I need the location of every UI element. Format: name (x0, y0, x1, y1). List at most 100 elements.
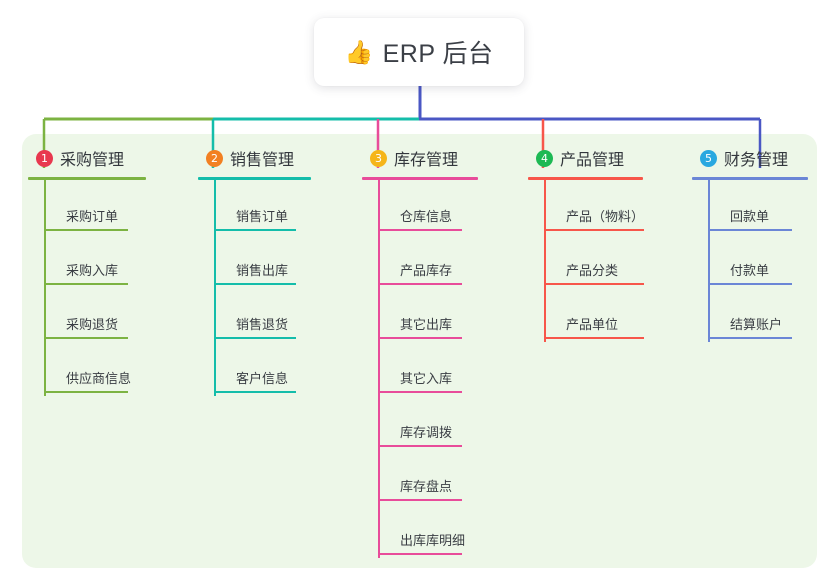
branch-header-5[interactable]: 5 财务管理 (692, 146, 808, 170)
branch-trunk-5 (708, 180, 710, 342)
branch-item-rule (544, 283, 644, 285)
branch-header-rule-1 (28, 177, 146, 180)
branch-item-rule (214, 229, 296, 231)
branch-item-label: 采购退货 (66, 317, 119, 332)
branch-item[interactable]: 其它出库 (362, 288, 478, 342)
branch-item[interactable]: 结算账户 (692, 288, 808, 342)
branch-item-label: 结算账户 (730, 317, 783, 332)
branch-item[interactable]: 供应商信息 (28, 342, 146, 396)
branch-title-1: 采购管理 (60, 152, 125, 169)
branch-badge-1: 1 (36, 149, 53, 167)
branch-header-1[interactable]: 1 采购管理 (28, 146, 146, 170)
branch-item-label: 库存调拨 (400, 425, 453, 440)
branch-item-label: 出库库明细 (400, 533, 466, 548)
branch-item-rule (378, 337, 462, 339)
branch-item-rule (44, 283, 128, 285)
branch-items-2: 销售订单销售出库销售退货客户信息 (198, 180, 311, 396)
branch-item-rule (378, 229, 462, 231)
branch-item[interactable]: 付款单 (692, 234, 808, 288)
branch-item-rule (708, 229, 792, 231)
branch-item-label: 采购订单 (66, 209, 119, 224)
branch-item[interactable]: 产品（物料） (528, 180, 645, 234)
branch-header-3[interactable]: 3 库存管理 (362, 146, 478, 170)
root-node[interactable]: 👍 ERP 后台 (314, 18, 524, 86)
branch-item-rule (378, 283, 462, 285)
branch-item[interactable]: 其它入库 (362, 342, 478, 396)
branch-item[interactable]: 销售订单 (198, 180, 311, 234)
branch-item-rule (378, 445, 462, 447)
branch-header-4[interactable]: 4 产品管理 (528, 146, 643, 170)
branch-item-rule (214, 283, 296, 285)
branch-item-label: 客户信息 (236, 371, 289, 386)
branches-background-panel (22, 134, 817, 568)
branch-item-rule (708, 283, 792, 285)
branch-item-label: 产品单位 (566, 317, 619, 332)
branch-badge-2: 2 (206, 149, 223, 167)
branch-badge-4: 4 (536, 149, 553, 167)
branch-item-label: 采购入库 (66, 263, 119, 278)
branch-items-1: 采购订单采购入库采购退货供应商信息 (28, 180, 146, 396)
branch-item-label: 其它入库 (400, 371, 453, 386)
branch-item[interactable]: 库存盘点 (362, 450, 478, 504)
branch-item[interactable]: 出库库明细 (362, 504, 478, 558)
branch-item-rule (44, 337, 128, 339)
branch-title-3: 库存管理 (394, 152, 459, 169)
branch-column-3: 3 库存管理仓库信息产品库存其它出库其它入库库存调拨库存盘点出库库明细 (362, 146, 478, 558)
branch-item-rule (44, 229, 128, 231)
branch-header-rule-5 (692, 177, 808, 180)
branch-trunk-4 (544, 180, 546, 342)
branch-header-rule-3 (362, 177, 478, 180)
branch-item[interactable]: 销售退货 (198, 288, 311, 342)
branch-item-label: 付款单 (730, 263, 770, 278)
branch-item-label: 产品（物料） (566, 209, 645, 224)
branch-items-4: 产品（物料） 产品分类产品单位 (528, 180, 645, 342)
branch-item-label: 仓库信息 (400, 209, 453, 224)
branch-item[interactable]: 产品分类 (528, 234, 644, 288)
branch-item-label: 其它出库 (400, 317, 453, 332)
branch-item-label: 产品分类 (566, 263, 619, 278)
branch-item[interactable]: 库存调拨 (362, 396, 478, 450)
branch-item-rule (378, 553, 462, 555)
branch-item-rule (44, 391, 128, 393)
branch-item-rule (544, 337, 644, 339)
branch-item[interactable]: 客户信息 (198, 342, 311, 396)
branch-item-rule (378, 499, 462, 501)
branch-item[interactable]: 采购入库 (28, 234, 146, 288)
branch-item-label: 库存盘点 (400, 479, 453, 494)
branch-item[interactable]: 采购退货 (28, 288, 146, 342)
branch-badge-5: 5 (700, 149, 717, 167)
branch-column-1: 1 采购管理采购订单采购入库采购退货供应商信息 (28, 146, 146, 396)
root-title: ERP 后台 (382, 40, 494, 68)
branch-item[interactable]: 产品单位 (528, 288, 644, 342)
branch-item-label: 销售出库 (236, 263, 289, 278)
branch-item-label: 销售订单 (236, 209, 289, 224)
branch-item-label: 供应商信息 (66, 371, 132, 386)
branch-title-5: 财务管理 (724, 152, 789, 169)
branch-item[interactable]: 仓库信息 (362, 180, 478, 234)
branch-item[interactable]: 销售出库 (198, 234, 311, 288)
branch-column-5: 5 财务管理回款单付款单结算账户 (692, 146, 808, 342)
branch-badge-3: 3 (370, 149, 387, 167)
branch-item-rule (214, 391, 296, 393)
thumbs-up-icon: 👍 (344, 38, 374, 65)
branch-column-4: 4 产品管理产品（物料） 产品分类产品单位 (528, 146, 645, 342)
branch-item[interactable]: 回款单 (692, 180, 808, 234)
branch-item[interactable]: 产品库存 (362, 234, 478, 288)
branch-trunk-3 (378, 180, 380, 558)
branch-trunk-1 (44, 180, 46, 396)
branch-items-5: 回款单付款单结算账户 (692, 180, 808, 342)
branch-item-label: 产品库存 (400, 263, 453, 278)
branch-header-rule-2 (198, 177, 311, 180)
branch-item-rule (708, 337, 792, 339)
branch-trunk-2 (214, 180, 216, 396)
branch-item[interactable]: 采购订单 (28, 180, 146, 234)
branch-header-rule-4 (528, 177, 643, 180)
branch-item-label: 回款单 (730, 209, 770, 224)
branch-item-label: 销售退货 (236, 317, 289, 332)
branch-title-4: 产品管理 (560, 152, 625, 169)
root-label: 👍 ERP 后台 (344, 34, 493, 70)
